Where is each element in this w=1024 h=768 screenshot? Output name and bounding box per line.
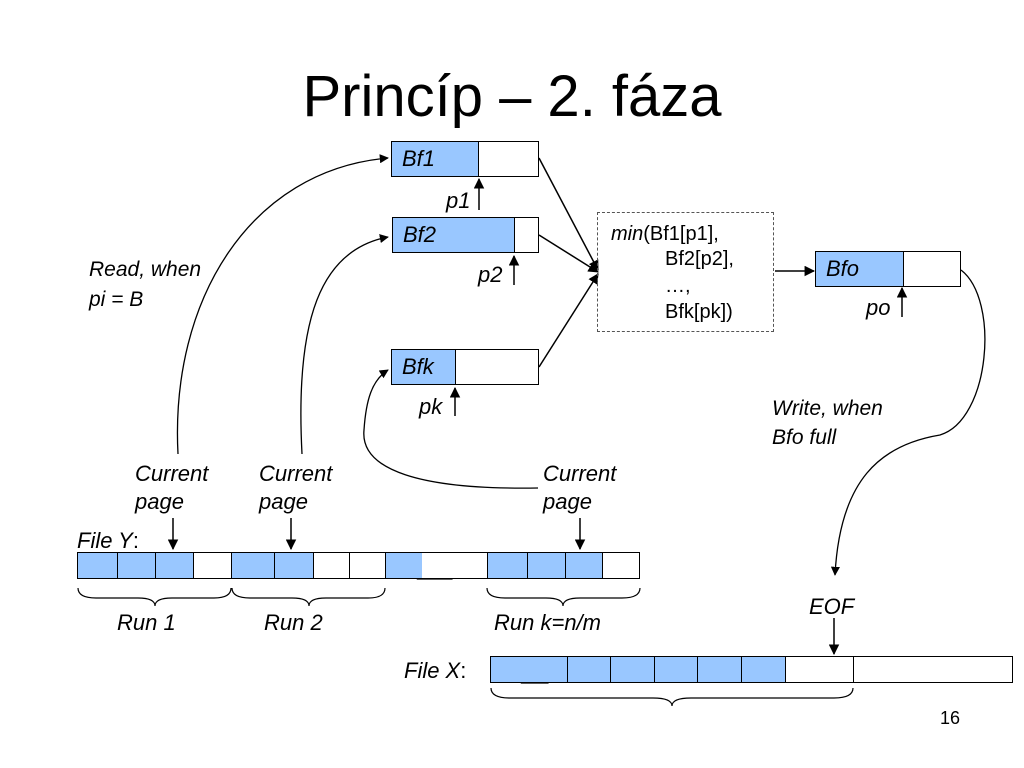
write-when-line1: Write, when [772, 397, 883, 420]
buffer-bf1-label: Bf1 [402, 146, 436, 171]
min-function-name: min [611, 223, 644, 245]
run2-label: Run 2 [264, 610, 323, 635]
current-page-runk-line2: page [543, 489, 592, 514]
slide-title: Princíp – 2. fáza [302, 64, 722, 129]
file-x [490, 656, 1013, 683]
buffer-bf1: Bf1 [391, 141, 539, 177]
file-y-run2 [231, 552, 386, 579]
pointer-po-label: po [866, 295, 891, 320]
min-arg-bf2: Bf2[p2], [665, 248, 734, 270]
arrow-bf1-to-min [538, 157, 599, 271]
read-when-line1: Read, when [89, 258, 202, 281]
current-page-run2-line2: page [259, 489, 308, 514]
brace-file-x [490, 687, 854, 707]
runk-label: Run k=n/m [494, 610, 601, 635]
min-arg-bf1: (Bf1[p1], [643, 223, 719, 245]
pointer-pk-label: pk [419, 394, 443, 419]
curve-read-run2-to-bf2 [300, 234, 389, 455]
min-function-box: min(Bf1[p1], Bf2[p2], …, Bfk[pk]) [597, 212, 774, 332]
write-when-line2: Bfo full [772, 426, 837, 449]
min-arg-ellipsis: …, [665, 275, 691, 297]
arrow-bf2-to-min [538, 234, 599, 273]
pointer-p1-label: p1 [446, 188, 471, 213]
buffer-bfo: Bfo [815, 251, 961, 287]
page-number: 16 [940, 708, 961, 728]
file-y-label: File Y: [77, 528, 139, 553]
current-page-run2-line1: Current [259, 461, 333, 486]
buffer-bfk-label: Bfk [402, 354, 434, 379]
buffer-bf2-label: Bf2 [403, 222, 437, 247]
current-page-runk-line1: Current [543, 461, 617, 486]
arrow-bfk-to-min [538, 273, 599, 368]
brace-run2 [231, 587, 386, 607]
file-x-label: File X: [404, 658, 467, 683]
buffer-bfo-label: Bfo [826, 256, 860, 281]
run1-label: Run 1 [117, 610, 176, 635]
min-arg-bfk: Bfk[pk]) [665, 301, 733, 323]
buffer-bf2: Bf2 [392, 217, 539, 253]
curve-read-run1-to-bf1 [176, 154, 389, 455]
current-page-run1-line2: page [135, 489, 184, 514]
curve-write-bfo-to-eof [830, 269, 986, 576]
buffer-bfk: Bfk [391, 349, 539, 385]
file-y-run1 [77, 552, 232, 579]
read-when-line2: pi = B [89, 288, 144, 311]
file-y-runk [487, 552, 640, 579]
curve-read-runk-to-bfk [363, 369, 539, 489]
eof-label: EOF [809, 594, 855, 619]
brace-runk [486, 587, 641, 607]
pointer-p2-label: p2 [478, 262, 503, 287]
current-page-run1-line1: Current [135, 461, 209, 486]
brace-run1 [77, 587, 232, 607]
file-y-middle [385, 552, 488, 579]
